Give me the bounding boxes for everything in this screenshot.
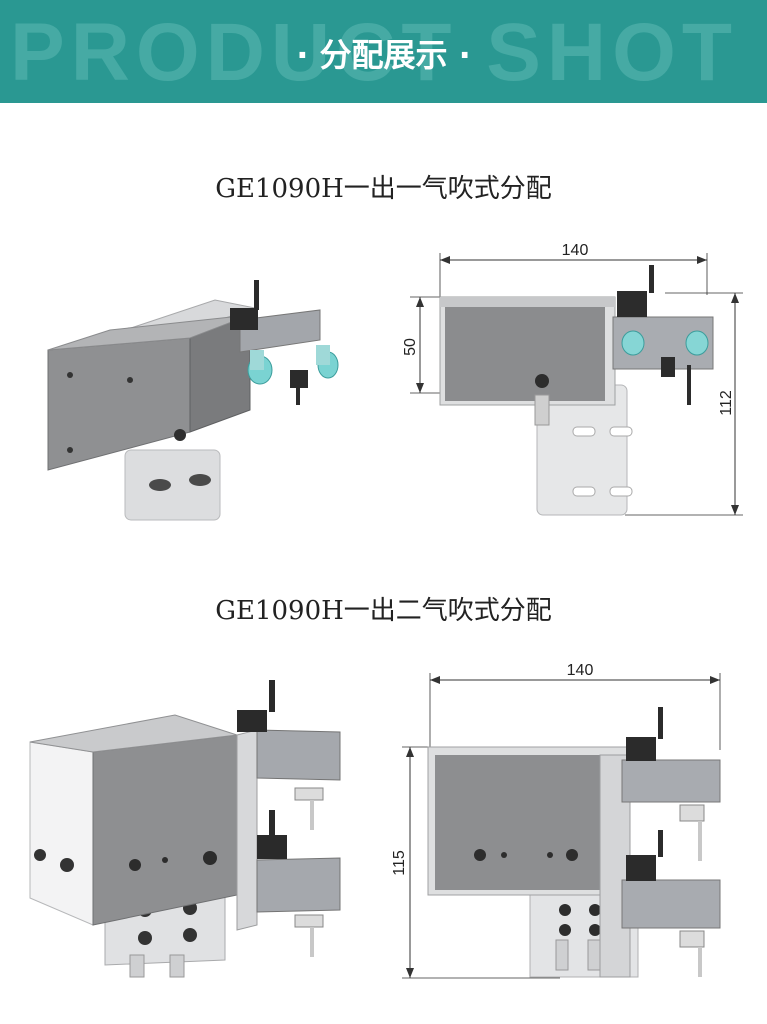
total-height-dimension-label: 112 [718,390,735,416]
section-2-title: GE1090H一出二气吹式分配 [215,596,552,626]
section-1-title: GE1090H一出一气吹式分配 [215,174,552,204]
banner-background-text: PRODUCT SHOT [10,7,738,98]
header-banner: PRODUCT SHOT · 分配展示 · [0,0,767,103]
banner-title: · 分配展示 · [296,36,471,74]
height-dimension-label: 50 [402,338,419,356]
product-render-1 [47,280,339,521]
width-dimension-label-2: 140 [567,662,594,679]
dimension-drawing-2: 140 115 [391,662,721,979]
product-render-2 [29,680,341,978]
dimension-drawing-1: 140 50 112 [402,242,743,516]
width-dimension-label: 140 [562,242,589,259]
total-height-dimension-label-2: 115 [391,850,408,876]
